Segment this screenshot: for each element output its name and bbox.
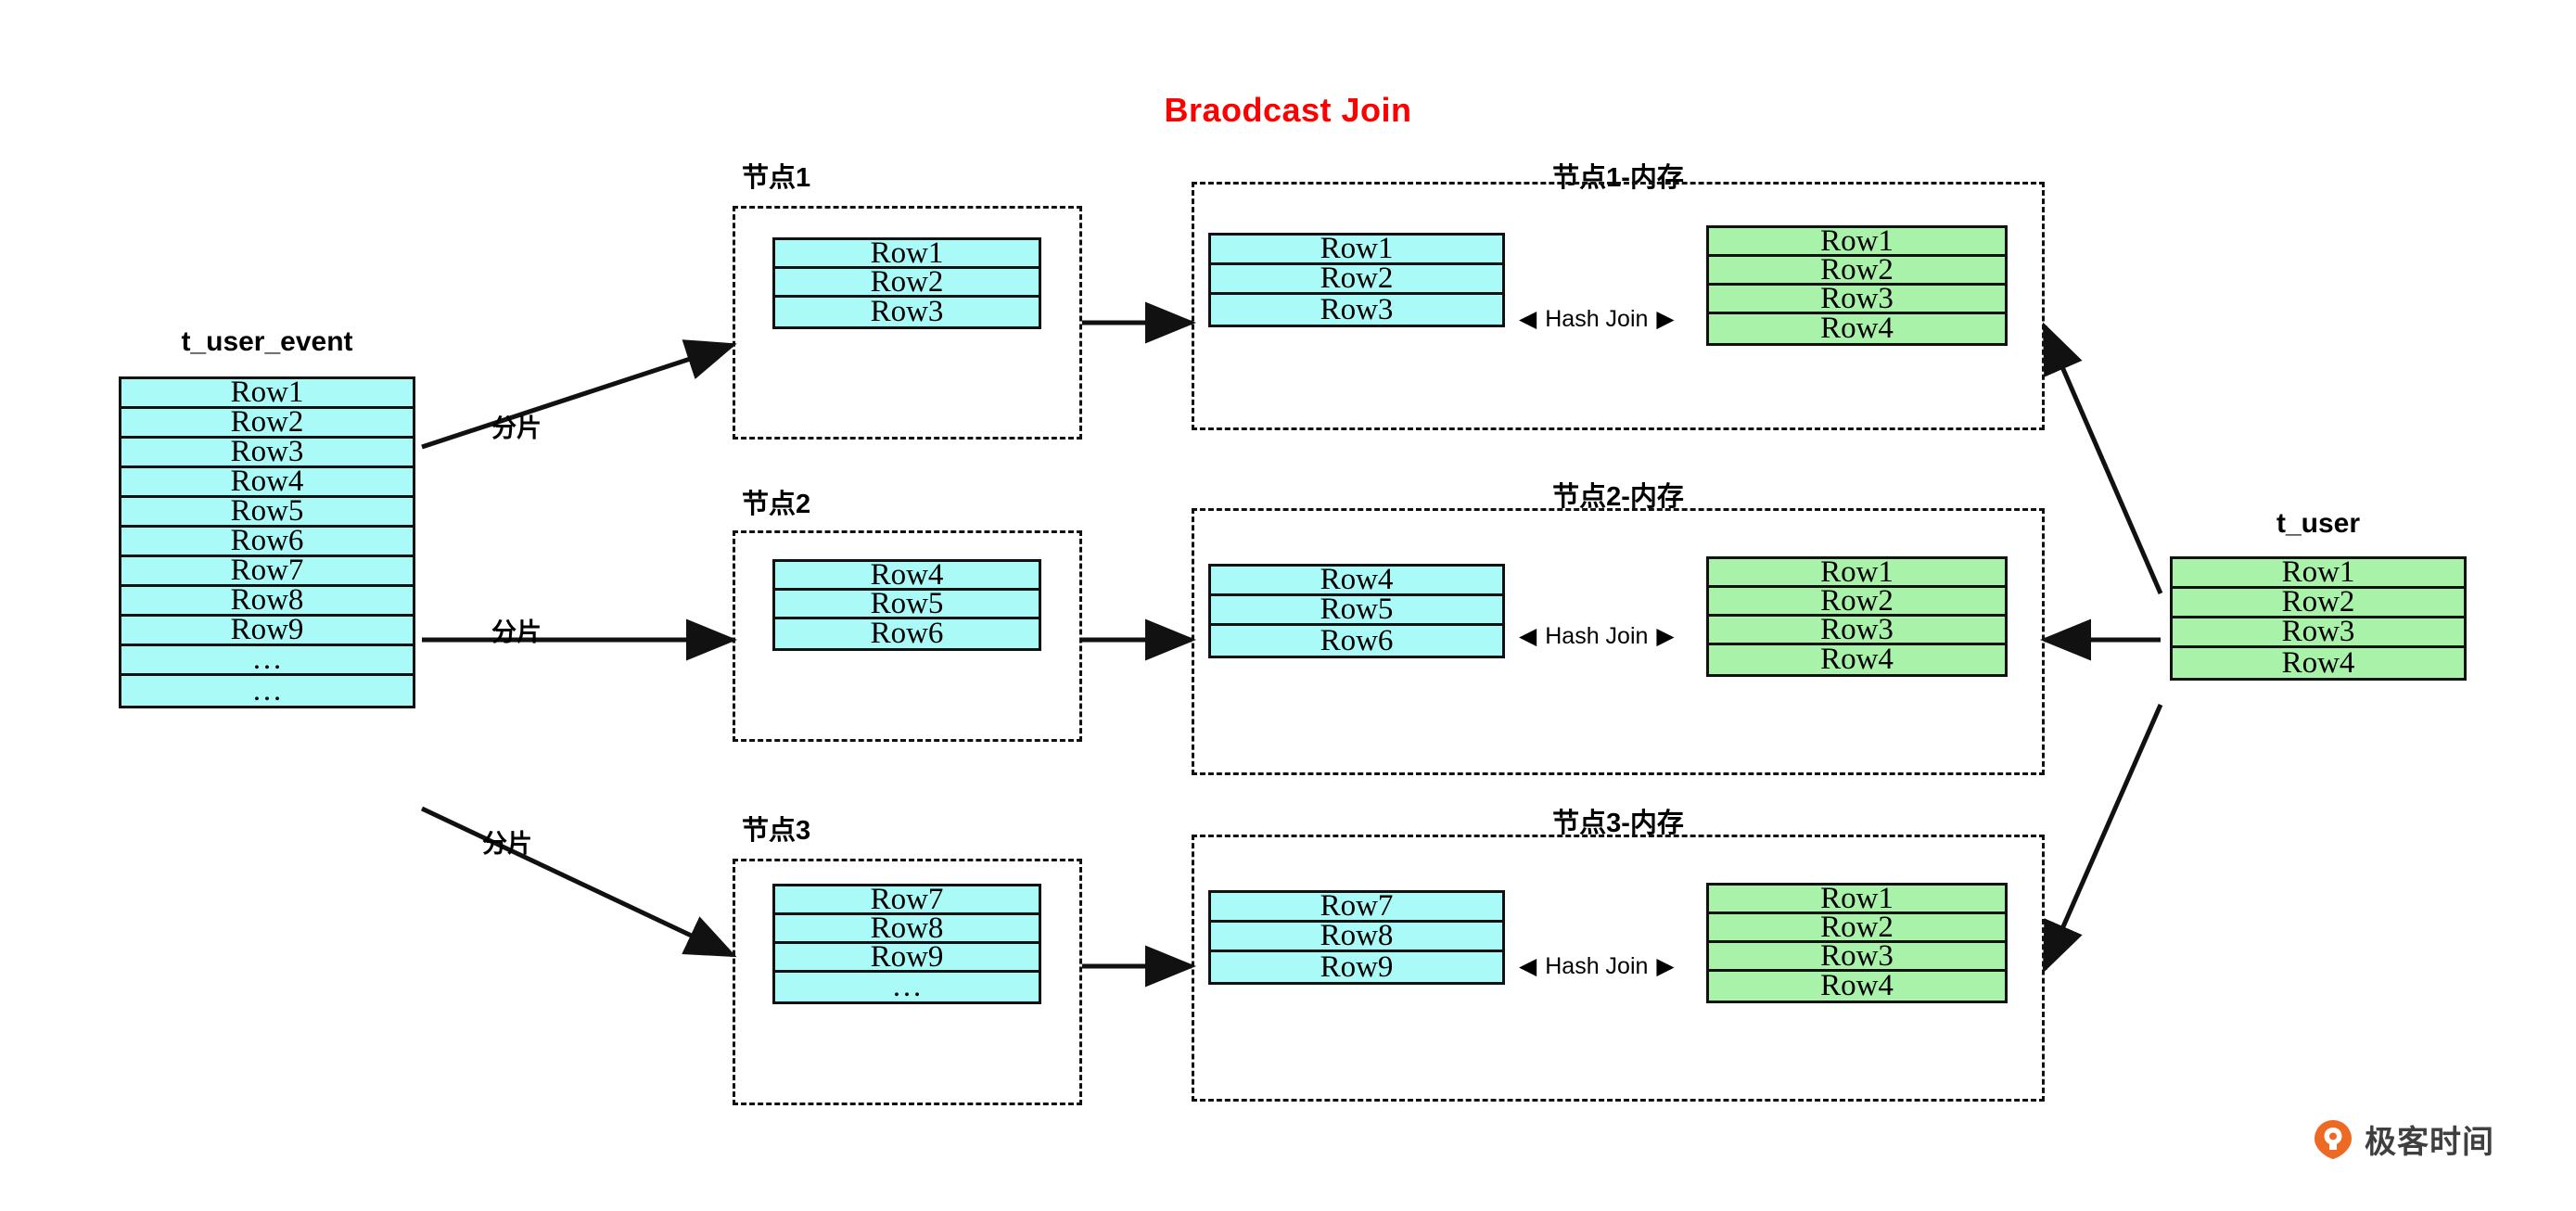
node-1-table-row: Row2 [775,266,1039,298]
arrow-right-icon: ▶ [1656,623,1675,649]
memory-3-probe-row: Row7 [1211,891,1502,923]
broadcast-table-row: Row3 [2173,617,2464,648]
source-table-row: Row2 [121,407,413,439]
source-table-row: Row3 [121,437,413,468]
hash-join-label: Hash Join [1545,623,1649,649]
shard-label-3: 分片 [482,830,532,858]
memory-3-build-row: Row2 [1709,911,2005,943]
brand-logo-text: 极客时间 [2365,1125,2494,1160]
node-2-table-row: Row4 [775,559,1039,591]
memory-3-build-row: Row1 [1709,883,2005,914]
source-table-row: … [121,644,413,676]
shard-label-2: 分片 [491,618,542,646]
node-2-label: 节点2 [742,490,811,519]
memory-2-build-row: Row3 [1709,614,2005,645]
memory-1-probe-row: Row3 [1211,294,1502,325]
memory-1-probe-row: Row1 [1211,234,1502,265]
memory-2-build-row: Row4 [1709,644,2005,675]
node-3-box [733,859,1082,1105]
node-3-table-row: Row7 [775,884,1039,915]
memory-2-probe-row: Row4 [1211,565,1502,596]
memory-2-build-row: Row2 [1709,585,2005,617]
hash-join-label: Hash Join [1545,306,1649,332]
geektime-logo-icon [2313,1119,2353,1160]
page-title: Braodcast Join [1164,91,1412,129]
source-table-row: Row4 [121,466,413,498]
broadcast-table-row: Row2 [2173,587,2464,618]
memory-1-build-row: Row3 [1709,283,2005,314]
memory-2-build-row: Row1 [1709,556,2005,588]
source-table-row: … [121,675,413,706]
memory-3-label: 节点3-内存 [1552,809,1684,838]
memory-2-hash-join: ◀ Hash Join ▶ [1519,623,1675,650]
memory-1-hash-join: ◀ Hash Join ▶ [1519,306,1675,333]
node-2-table-row: Row5 [775,588,1039,619]
memory-2-probe-row: Row6 [1211,625,1502,656]
source-table-row: Row7 [121,555,413,587]
shard-label-1: 分片 [491,414,542,442]
node-1-label: 节点1 [742,163,811,193]
hash-join-label: Hash Join [1545,953,1649,979]
memory-1-build-row: Row2 [1709,254,2005,286]
source-table-row: Row6 [121,526,413,557]
memory-1-build-row: Row4 [1709,313,2005,344]
broadcast-table-row: Row4 [2173,647,2464,678]
source-table-row: Row8 [121,585,413,617]
arrow-left-icon: ◀ [1519,623,1537,649]
memory-1-probe-row: Row2 [1211,263,1502,295]
memory-2-probe-row: Row5 [1211,594,1502,626]
memory-3-box [1192,835,2045,1102]
broadcast-table-row: Row1 [2173,557,2464,589]
memory-1-box [1192,182,2045,430]
brand-logo: 极客时间 [2313,1116,2494,1162]
arrow-right-icon: ▶ [1656,953,1675,979]
node-3-table-row: … [775,972,1039,1002]
source-table-row: Row9 [121,615,413,646]
node-2-table-row: Row6 [775,618,1039,649]
source-table-row: Row1 [121,377,413,409]
memory-2-label: 节点2-内存 [1552,482,1684,512]
node-3-label: 节点3 [742,816,811,846]
source-table-caption: t_user_event [181,326,353,357]
memory-3-probe-row: Row8 [1211,921,1502,952]
node-1-table-row: Row3 [775,297,1039,327]
memory-2-box [1192,508,2045,775]
memory-3-build-row: Row4 [1709,971,2005,1001]
memory-1-build-row: Row1 [1709,225,2005,257]
node-3-table-row: Row9 [775,941,1039,973]
broadcast-table-caption: t_user [2276,508,2361,539]
source-table-row: Row5 [121,496,413,528]
node-3-table-row: Row8 [775,912,1039,944]
memory-3-probe-row: Row9 [1211,951,1502,982]
memory-3-hash-join: ◀ Hash Join ▶ [1519,953,1675,980]
memory-1-label: 节点1-内存 [1552,163,1684,193]
node-2-box [733,530,1082,742]
arrow-right-icon: ▶ [1656,306,1675,332]
node-1-box [733,206,1082,440]
memory-3-build-row: Row3 [1709,940,2005,972]
arrow-left-icon: ◀ [1519,953,1537,979]
arrow-left-icon: ◀ [1519,306,1537,332]
node-1-table-row: Row1 [775,237,1039,269]
